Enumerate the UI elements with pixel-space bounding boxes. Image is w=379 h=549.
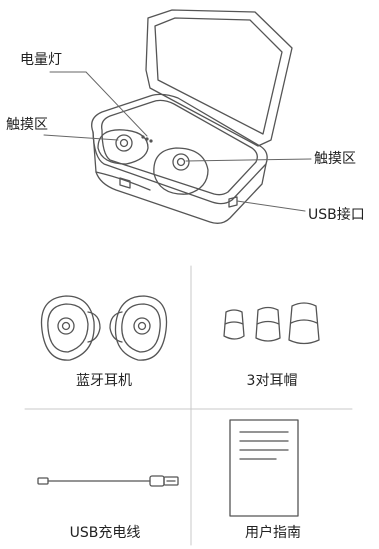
case-earbud-left-icon <box>97 129 149 165</box>
item-caption-usb-cable: USB充电线 <box>69 525 141 541</box>
grid-lines <box>24 265 353 546</box>
callout-lines <box>43 71 312 212</box>
earbud-left-icon <box>40 295 101 361</box>
ear-tips-icon <box>223 302 320 345</box>
usb-cable-icon <box>37 475 179 487</box>
battery-led-icon <box>141 135 153 143</box>
earbud-right-icon <box>109 295 168 361</box>
user-guide-icon <box>229 419 299 517</box>
case-earbud-right-icon <box>153 147 209 195</box>
touch-area-left-label: 触摸区 <box>6 117 48 133</box>
charging-case <box>91 9 293 224</box>
item-caption-user-guide: 用户指南 <box>245 525 301 541</box>
touch-area-right-label: 触摸区 <box>314 151 356 167</box>
item-caption-ear-tips: 3对耳帽 <box>246 373 298 389</box>
battery-light-label: 电量灯 <box>20 52 62 68</box>
usb-port-label: USB接口 <box>308 207 365 223</box>
item-caption-earbuds: 蓝牙耳机 <box>76 373 132 389</box>
